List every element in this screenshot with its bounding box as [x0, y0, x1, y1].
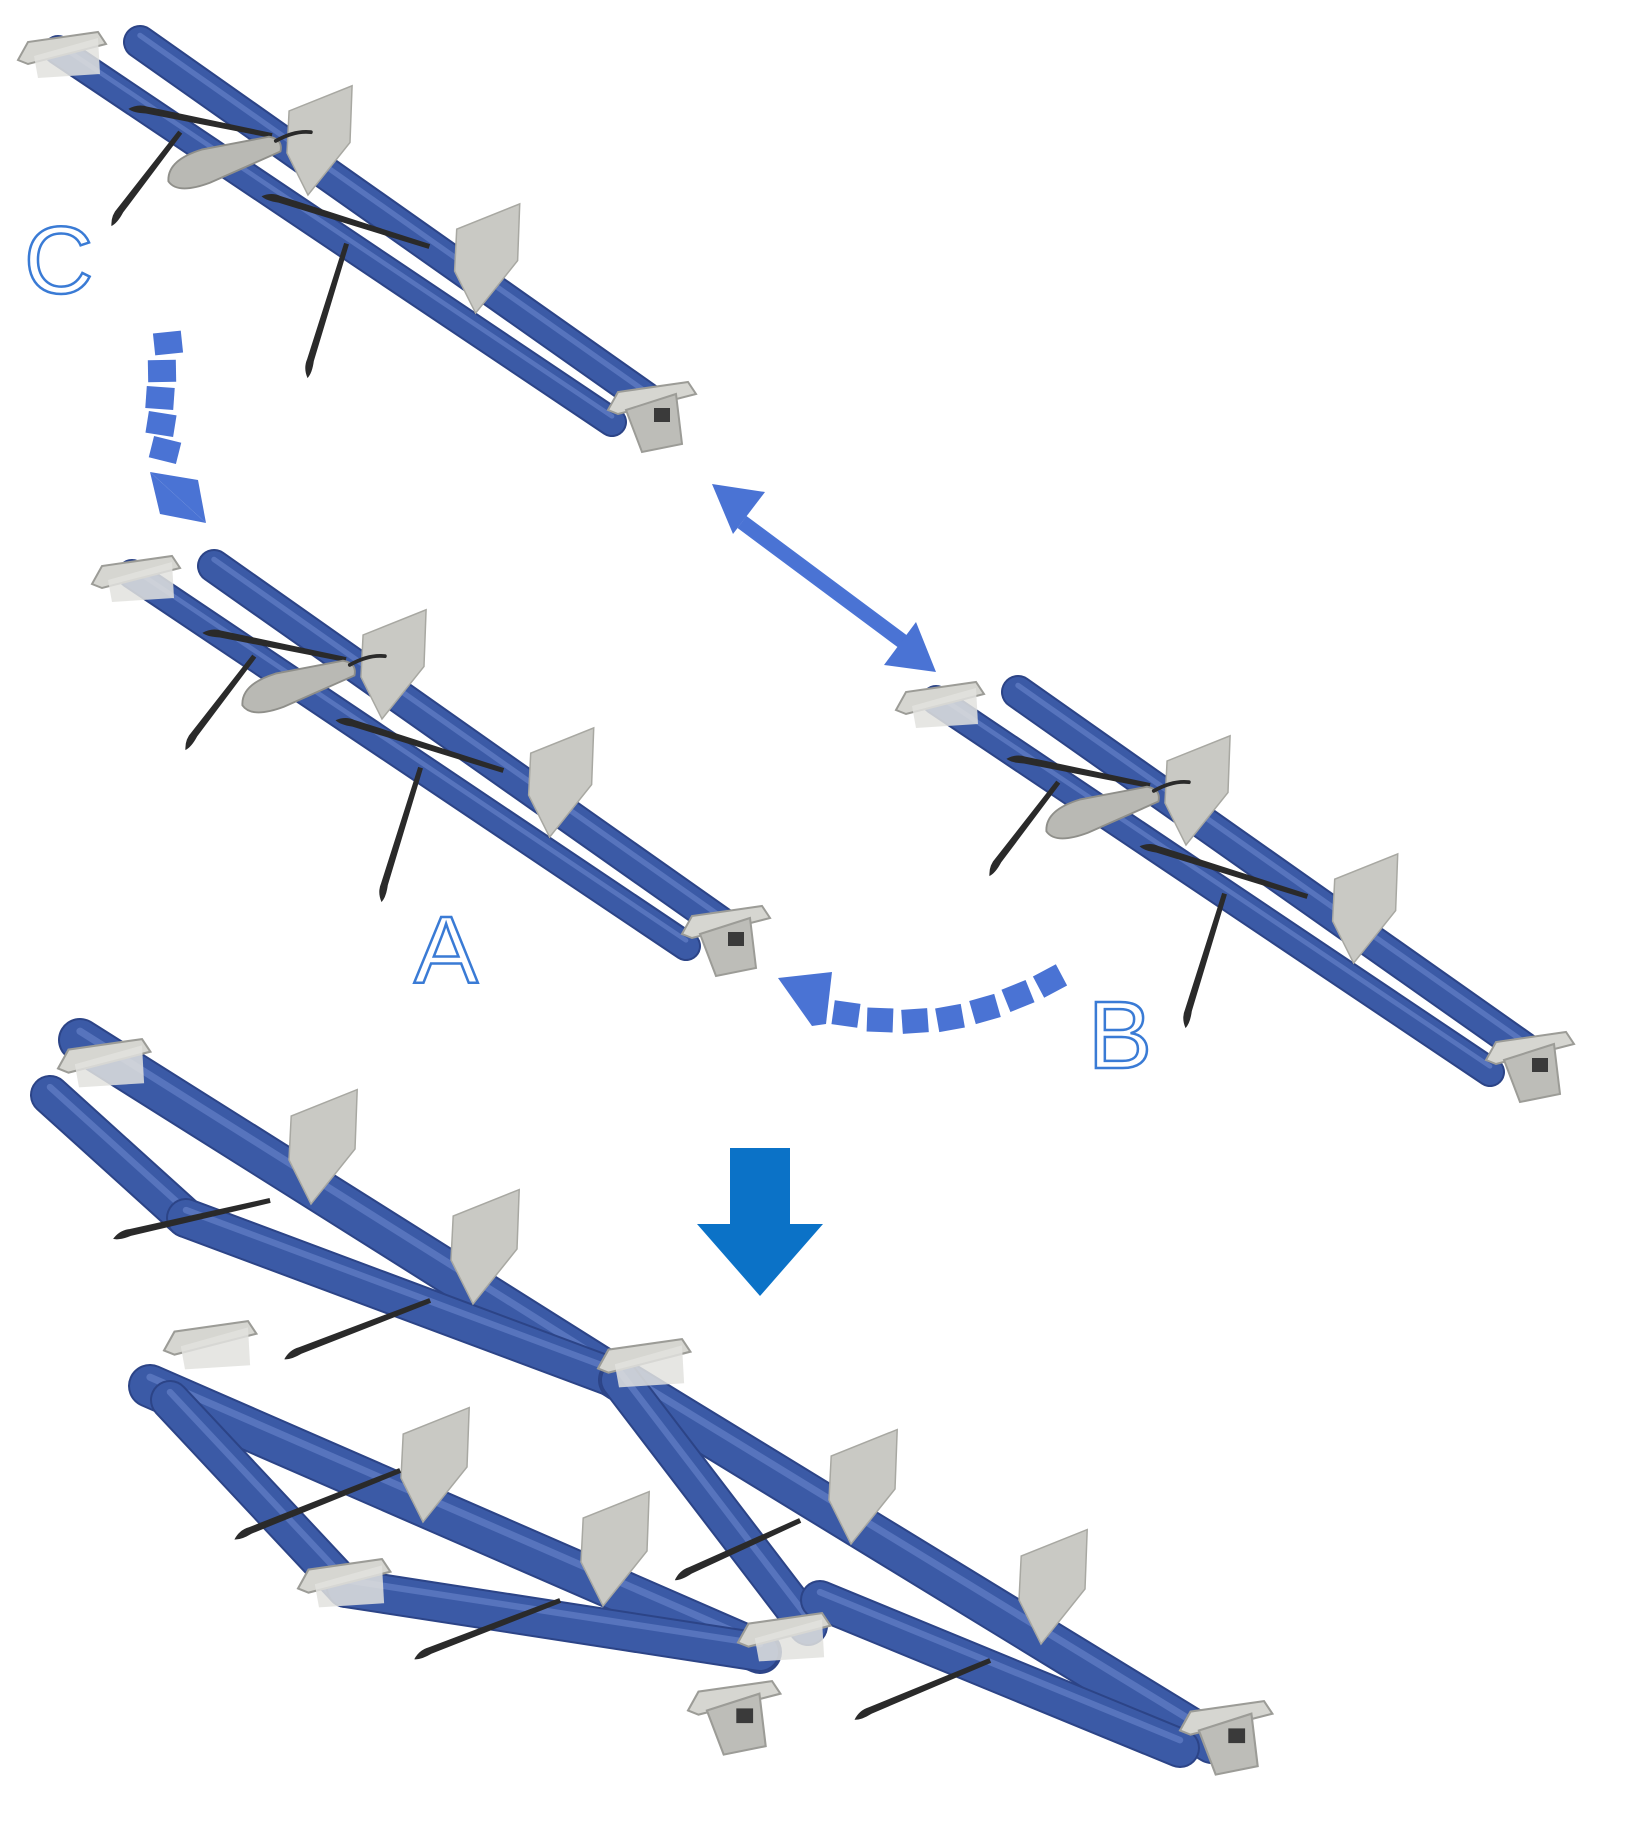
double-headed-arrow-c-b: [712, 484, 936, 672]
label-b: B: [1088, 982, 1152, 1089]
label-c: C: [24, 207, 93, 314]
vertical-fin: [286, 84, 353, 197]
label-a: A: [414, 897, 478, 1004]
carbon-strut: [1139, 844, 1309, 899]
wingtip-cap: [680, 904, 772, 978]
wingtip-cap: [1178, 1699, 1275, 1776]
wingtip-cap: [894, 680, 986, 728]
vertical-fin: [453, 202, 521, 315]
vertical-fin: [450, 1188, 520, 1306]
module-c: [16, 25, 698, 454]
vertical-fin: [1164, 734, 1231, 847]
vertical-fin: [288, 1088, 358, 1206]
vertical-fin: [527, 726, 595, 839]
vertical-fin: [360, 608, 427, 721]
module-a: [90, 549, 772, 978]
carbon-strut: [989, 780, 1061, 877]
carbon-strut: [674, 1518, 802, 1581]
carbon-strut: [111, 130, 183, 227]
nacelle-pod: [1045, 779, 1191, 840]
dashed-curved-arrow-b-to-a: [778, 964, 1068, 1034]
vertical-fin: [828, 1428, 898, 1546]
wingtip-cap: [606, 380, 698, 454]
wingtip-cap: [16, 30, 108, 78]
wingtip-cap: [296, 1557, 393, 1608]
nacelle-pod: [167, 129, 313, 190]
wingtip-cap: [162, 1319, 259, 1370]
vertical-fin: [1018, 1528, 1088, 1646]
down-arrow-merge: [697, 1148, 823, 1296]
carbon-strut: [113, 1198, 271, 1240]
carbon-strut: [185, 654, 257, 751]
vertical-fin: [580, 1490, 650, 1608]
carbon-strut: [335, 718, 505, 773]
module-b: [894, 675, 1576, 1104]
carbon-strut: [305, 242, 349, 379]
carbon-strut: [128, 105, 273, 139]
carbon-strut: [854, 1658, 992, 1720]
wingtip-cap: [90, 554, 182, 602]
wingtip-cap: [56, 1037, 153, 1088]
wingtip-cap: [736, 1611, 833, 1662]
carbon-strut: [1183, 892, 1227, 1029]
nacelle-pod: [241, 653, 387, 714]
wingtip-cap: [596, 1337, 693, 1388]
wingtip-cap: [686, 1679, 783, 1756]
carbon-strut: [284, 1298, 432, 1360]
vertical-fin: [1331, 852, 1399, 965]
vertical-fin: [400, 1406, 470, 1524]
carbon-strut: [414, 1598, 562, 1660]
carbon-strut: [379, 766, 423, 903]
carbon-strut: [1006, 755, 1151, 789]
carbon-strut: [202, 629, 347, 663]
combined-module-assembly: [30, 1018, 1275, 1776]
wingtip-cap: [1484, 1030, 1576, 1104]
carbon-strut: [261, 194, 431, 249]
carbon-strut: [234, 1468, 402, 1540]
dashed-curved-arrow-c-to-a: [145, 330, 206, 523]
